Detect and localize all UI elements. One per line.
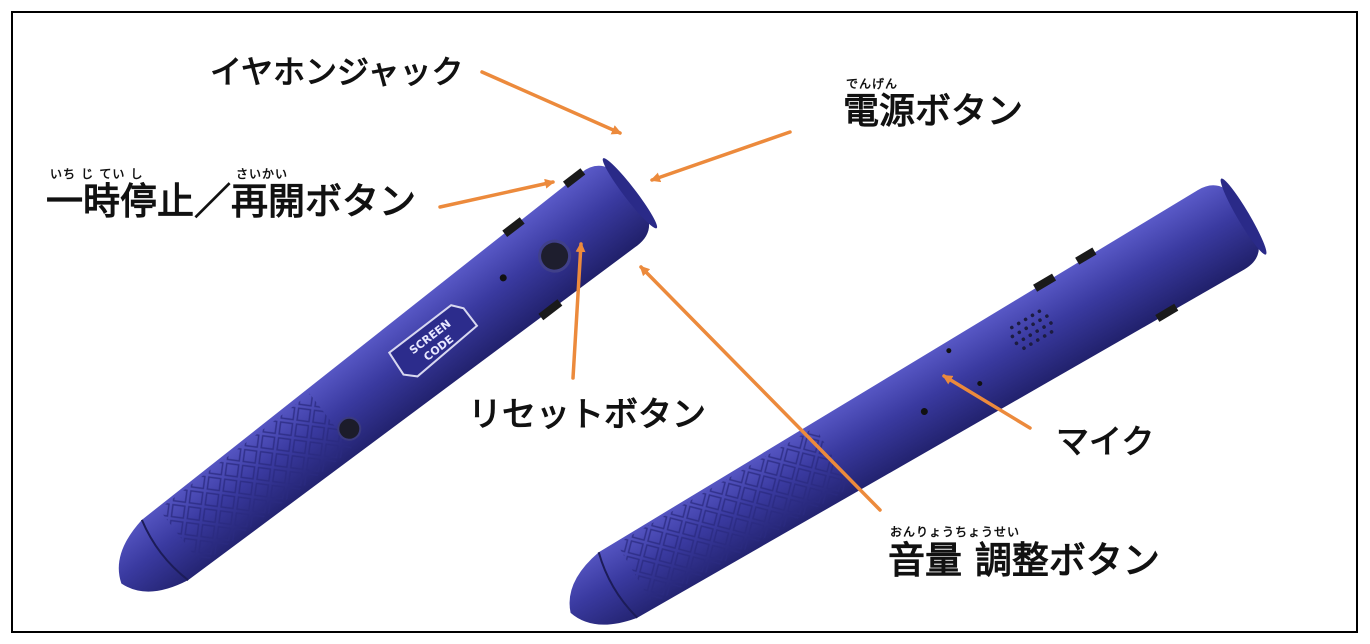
right-pen-grip-texture [616,427,851,605]
arrow-volume-button [639,265,882,512]
right-pen-side-button-2 [1155,303,1179,322]
left-pen-cap [602,158,658,229]
right-pen-side-button-3 [1075,247,1097,265]
reset-button-label: リセットボタン [468,395,706,435]
right-pen [569,178,1267,625]
left-pen: SCREEN CODE [118,158,658,592]
pause-side-button [502,217,525,238]
volume-button-label: 音量 調整ボタン [888,539,1160,582]
arrow-earphone-jack [480,70,622,135]
earphone-jack-side [562,168,586,188]
right-pen-small-hole-2 [977,380,983,386]
arrow-power-button [650,130,792,183]
arrow-pause-button [438,178,555,209]
callout-arrows [438,70,1032,512]
left-pen-body [118,165,650,592]
left-pen-grip-texture [158,393,353,565]
power-button-icon [538,239,572,273]
arrow-reset-button [571,242,586,380]
resume-ruby: さいかい [236,167,289,181]
screen-code-logo: SCREEN CODE [387,304,479,378]
left-pen-lower-button-icon [337,416,362,441]
left-pen-tip-seam [140,519,189,581]
right-pen-tip-seam [597,551,638,619]
pause-ruby: いち じ てい し [50,167,144,181]
reset-hole-icon [499,274,507,282]
arrow-microphone [942,374,1032,430]
speaker-grille-icon [1009,309,1054,350]
volume-side-button [538,299,563,321]
power-button-ruby: でんげん [846,77,899,91]
microphone-hole-icon [920,408,928,416]
power-button-label: 電源ボタン [843,91,1024,132]
volume-ruby: おんりょうちょうせい [890,525,1021,539]
right-pen-small-hole-1 [946,348,952,354]
right-pen-side-button-1 [1033,273,1057,292]
earphone-jack-label: イヤホンジャック [210,53,464,91]
pause-resume-button-label: 一時停止／再開ボタン [46,180,416,223]
right-pen-cap [1220,178,1267,255]
microphone-label: マイク [1056,422,1155,461]
